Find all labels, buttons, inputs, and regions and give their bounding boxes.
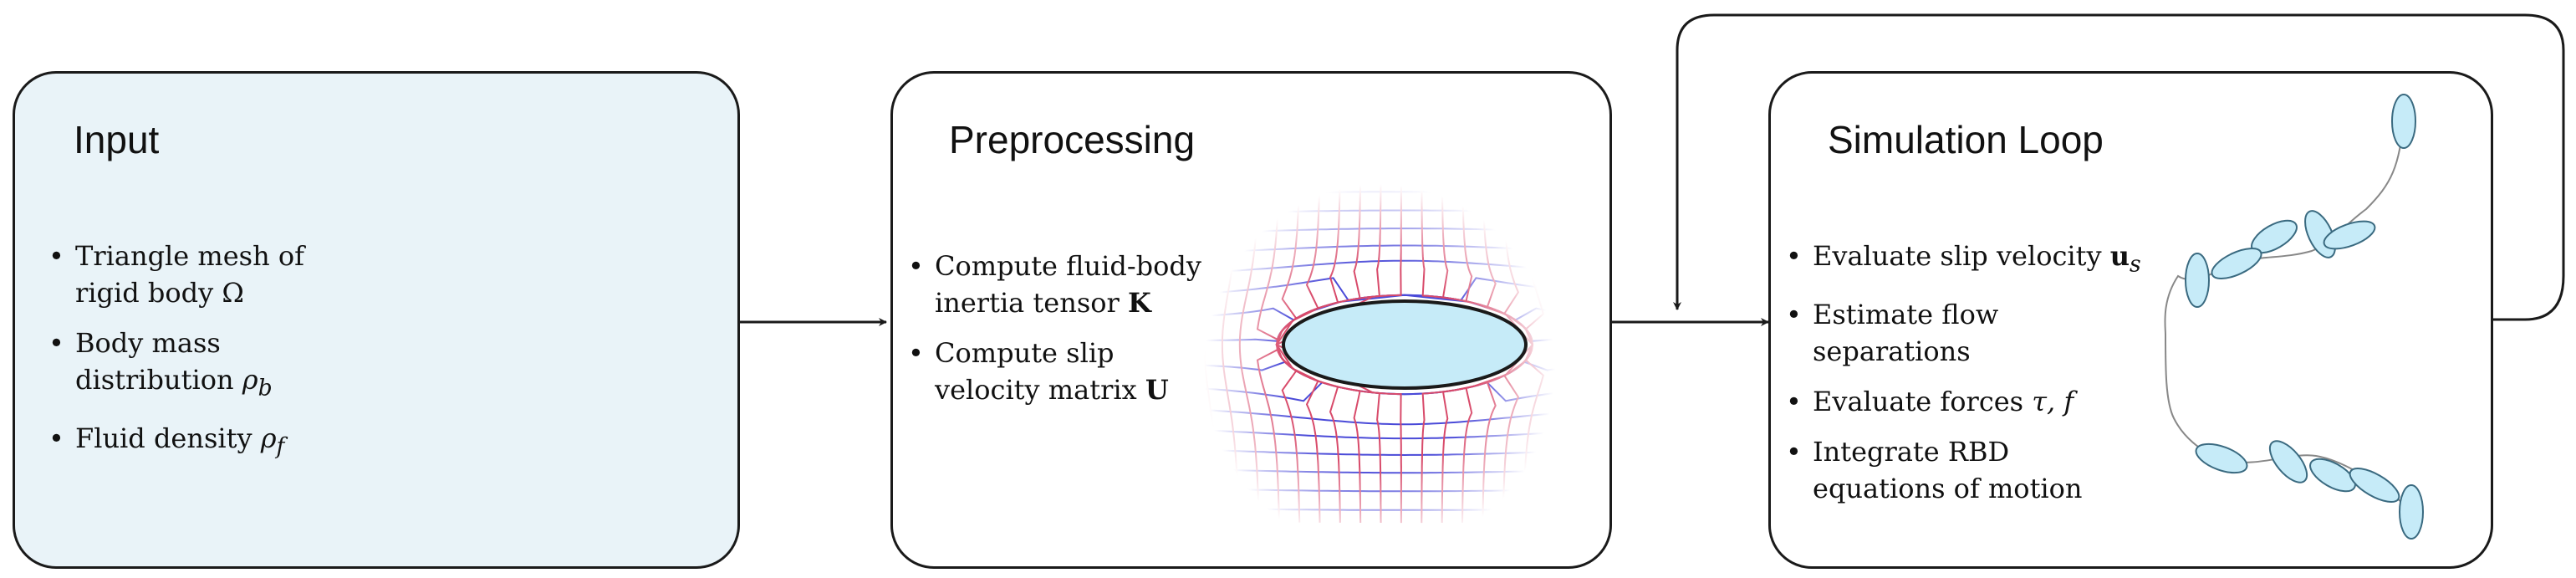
bullet-body-mass: Body mass distribution ρb xyxy=(47,325,304,407)
field-line-horizontal xyxy=(1199,209,1610,214)
rho-subscript: b xyxy=(258,375,273,402)
flow-field xyxy=(1189,176,1620,524)
field-line-horizontal xyxy=(1201,507,1609,511)
trajectory xyxy=(2164,94,2424,540)
omega-symbol: Ω xyxy=(222,277,244,309)
u-symbol: U xyxy=(1145,374,1169,406)
simulation-loop-panel: Simulation Loop Evaluate slip velocity u… xyxy=(1768,71,2493,569)
field-line-horizontal xyxy=(1199,468,1610,474)
rho-subscript: f xyxy=(276,433,285,460)
bullet-line: rigid body xyxy=(75,277,214,309)
field-line-horizontal xyxy=(1200,488,1609,493)
bullet-inertia-tensor: Compute fluid-body inertia tensor K xyxy=(906,248,1201,321)
field-line-vertical xyxy=(1563,176,1583,523)
field-line-vertical xyxy=(1238,176,1260,523)
field-line-vertical xyxy=(1275,176,1341,523)
field-line-horizontal xyxy=(1200,191,1609,195)
field-line-horizontal xyxy=(1197,448,1612,457)
bullet-integrate-rbd: Integrate RBD equations of motion xyxy=(1784,433,2141,507)
bullet-line: Body mass xyxy=(75,327,221,359)
bullet-forces: Evaluate forces τ, f xyxy=(1784,383,2141,420)
bullet-slip-velocity: Evaluate slip velocity us xyxy=(1784,238,2141,283)
field-line-horizontal xyxy=(1189,294,1620,342)
field-line-vertical xyxy=(1274,176,1402,524)
bullet-line: velocity matrix xyxy=(935,374,1137,406)
bullet-line: Evaluate forces xyxy=(1813,386,2024,418)
k-symbol: K xyxy=(1127,287,1151,319)
bullet-line: Compute fluid-body xyxy=(935,250,1201,282)
bullet-line: Compute slip xyxy=(935,337,1115,369)
rho-symbol: ρ xyxy=(242,364,258,396)
field-line-horizontal xyxy=(1191,381,1618,402)
field-line-horizontal xyxy=(1194,408,1615,426)
field-line-horizontal xyxy=(1195,259,1614,274)
bullet-line: separations xyxy=(1813,335,1971,368)
field-line-horizontal xyxy=(1196,429,1614,440)
bullet-triangle-mesh: Triangle mesh of rigid body Ω xyxy=(47,238,304,311)
field-line-vertical xyxy=(1221,176,1240,523)
bullet-line: Fluid density xyxy=(75,422,252,455)
bullet-line: Evaluate slip velocity xyxy=(1813,240,2102,272)
bullet-flow-separations: Estimate flow separations xyxy=(1784,296,2141,370)
preprocessing-bullet-list: Compute fluid-body inertia tensor K Comp… xyxy=(906,248,1201,422)
bullet-line: equations of motion xyxy=(1813,473,2083,505)
bullet-line: Estimate flow xyxy=(1813,299,1999,331)
bullet-fluid-density: Fluid density ρf xyxy=(47,420,304,465)
panel-title: Input xyxy=(74,118,160,161)
field-line-vertical xyxy=(1275,176,1382,524)
panel-title: Simulation Loop xyxy=(1828,118,2104,161)
preprocessing-panel: Preprocessing Compute fluid-body inertia… xyxy=(890,71,1612,569)
input-panel: Input Triangle mesh of rigid body Ω Body… xyxy=(13,71,740,569)
field-line-vertical xyxy=(1203,176,1220,522)
field-line-vertical xyxy=(1523,176,1545,523)
bullet-line: distribution xyxy=(75,364,234,396)
field-line-vertical xyxy=(1543,176,1565,523)
rho-symbol: ρ xyxy=(260,422,277,455)
field-line-horizontal xyxy=(1196,244,1613,254)
u-symbol: u xyxy=(2109,240,2130,272)
field-line-vertical xyxy=(1583,176,1600,522)
loop-feedback-arrow xyxy=(1673,13,2565,321)
input-bullet-list: Triangle mesh of rigid body Ω Body mass … xyxy=(47,238,304,479)
panel-title: Preprocessing xyxy=(949,118,1196,161)
bullet-line: Integrate RBD xyxy=(1813,436,2010,468)
bullet-line: inertia tensor xyxy=(935,287,1120,319)
bullet-line: Triangle mesh of xyxy=(75,240,304,272)
bullet-slip-velocity-matrix: Compute slip velocity matrix U xyxy=(906,335,1201,408)
u-subscript: s xyxy=(2130,251,2141,278)
body-ellipse xyxy=(1282,299,1528,390)
simulation-bullet-list: Evaluate slip velocity us Estimate flow … xyxy=(1784,238,2141,520)
tau-f-symbols: τ, f xyxy=(2032,386,2074,418)
field-line-vertical xyxy=(1275,176,1362,524)
field-line-horizontal xyxy=(1198,228,1611,234)
